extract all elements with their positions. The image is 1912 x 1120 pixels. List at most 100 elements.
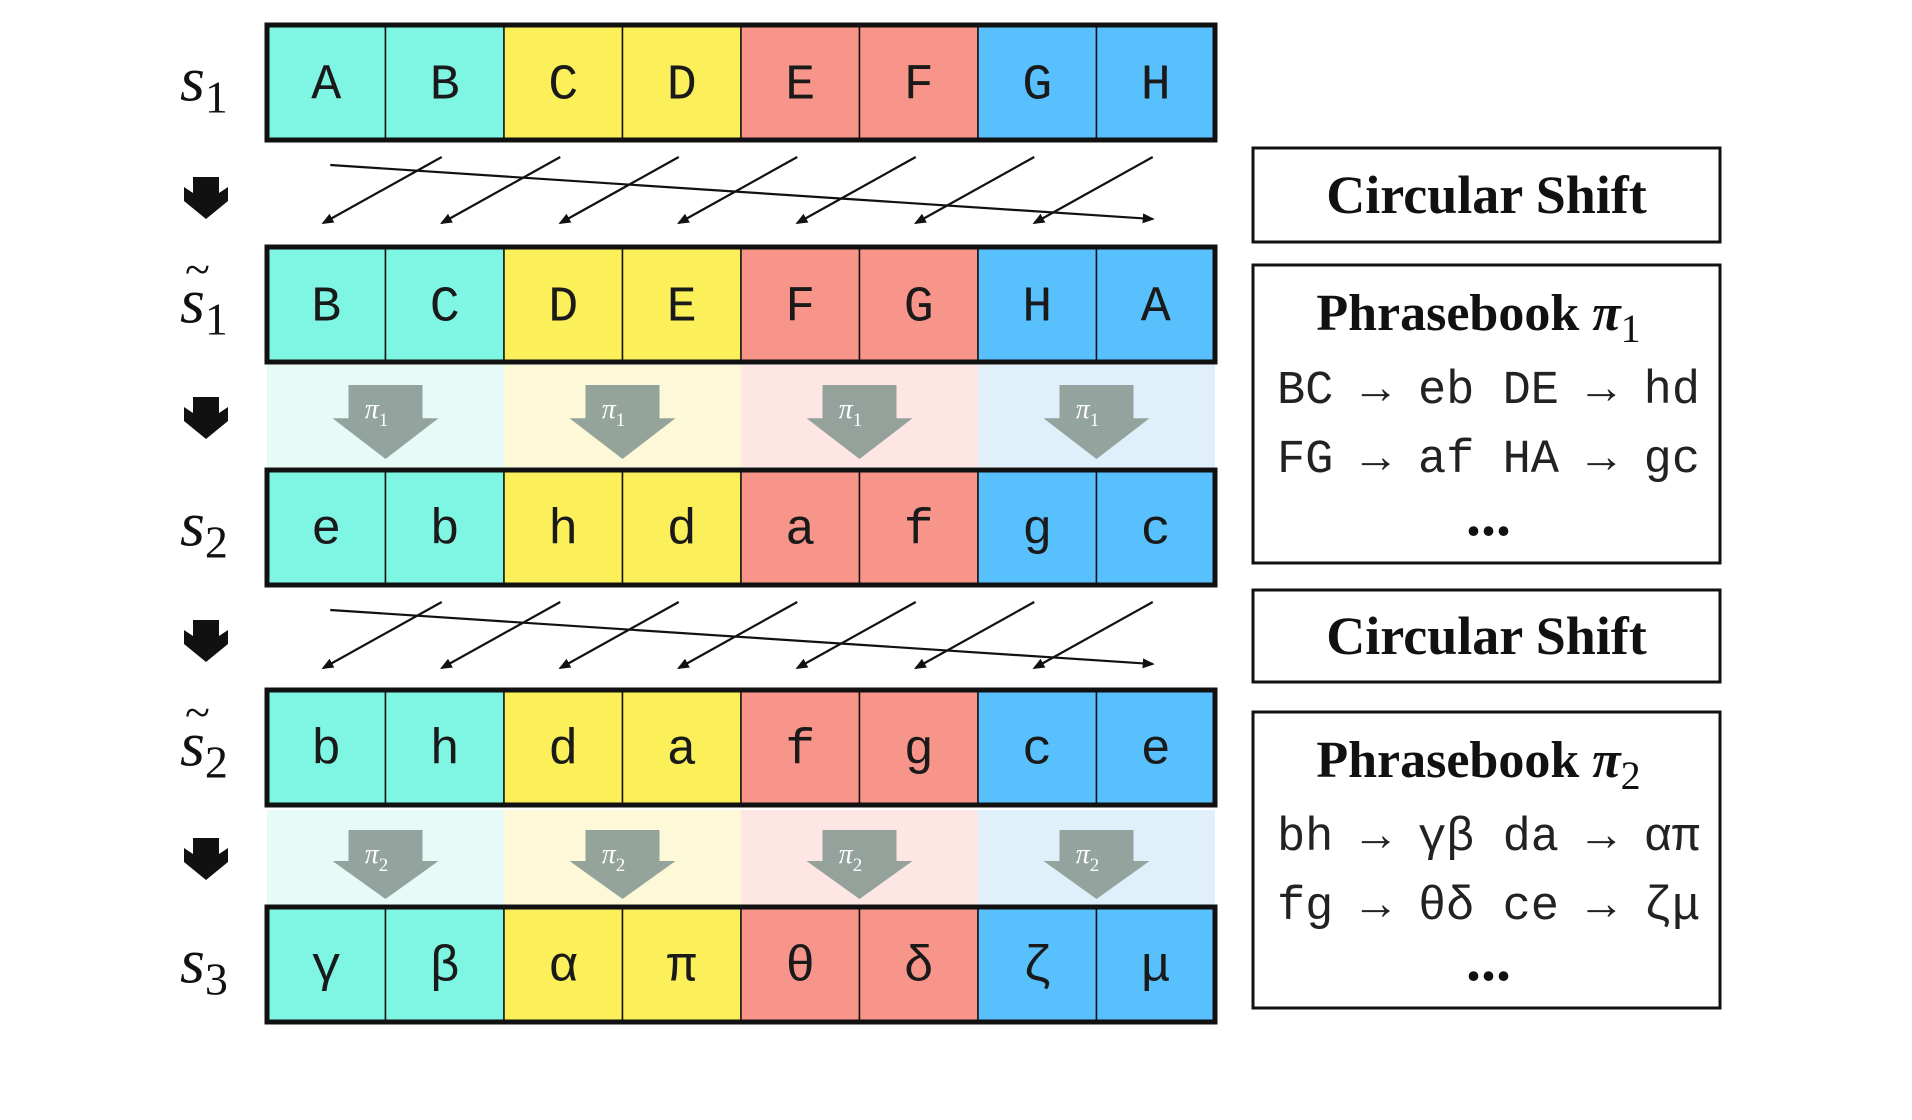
cell-symbol: H — [1022, 280, 1052, 337]
cell-symbol: F — [785, 280, 815, 337]
phrasebook-title: Phrasebook π2 — [1316, 732, 1640, 798]
sequence-label: s1 — [180, 44, 228, 123]
phrasebook-rule: FG → af HA → gc — [1277, 434, 1700, 487]
down-arrow-icon — [184, 397, 228, 439]
sequence-cell — [858, 246, 979, 363]
cell-symbol: β — [430, 940, 460, 997]
sequence-cell — [266, 906, 387, 1023]
shift-arrow — [440, 601, 561, 669]
cell-symbol: c — [1141, 503, 1171, 560]
box-frame — [1251, 710, 1722, 1010]
tilde-mark: ~ — [185, 687, 210, 738]
cell-symbol: e — [311, 503, 341, 560]
circular-shift-label: Circular Shift — [1326, 165, 1647, 225]
circular-shift-box: Circular Shift — [1251, 146, 1722, 244]
cell-symbol: d — [667, 503, 697, 560]
sequence-label: s1 — [180, 266, 228, 345]
phrasebook-rule: fg → θδ ce → ζμ — [1277, 881, 1700, 934]
box-frame — [1251, 588, 1722, 684]
shift-arrows — [321, 156, 1155, 669]
phrasebook-arrow-icon — [569, 830, 676, 899]
cell-symbol: g — [904, 723, 934, 780]
phrasebook-arrow-icon — [806, 385, 913, 459]
cell-symbol: E — [667, 280, 697, 337]
shift-arrow — [795, 156, 917, 224]
phrasebook-arrow-icon — [1043, 385, 1150, 459]
step-arrows — [184, 177, 228, 880]
sequence-row-border — [264, 22, 1218, 143]
cell-symbol: c — [1022, 723, 1052, 780]
cell-symbol: a — [785, 503, 815, 560]
cell-symbol: δ — [904, 940, 934, 997]
sequence-cell — [503, 469, 624, 586]
cell-symbol: b — [430, 503, 460, 560]
sequence-cell — [384, 906, 505, 1023]
phrasebook-arrow-icon — [806, 830, 913, 899]
sequence-cell — [1095, 689, 1216, 806]
shift-arrow — [914, 156, 1035, 224]
sequence-cell — [977, 689, 1098, 806]
cell-symbol: E — [785, 58, 815, 115]
cell-symbol: μ — [1141, 940, 1171, 997]
cell-symbol: γ — [311, 940, 341, 997]
shift-arrow — [677, 601, 798, 669]
shift-arrow — [677, 156, 798, 224]
sequence-cell — [266, 24, 387, 141]
cell-symbol: C — [548, 58, 578, 115]
phrasebook-title: Phrasebook π1 — [1316, 285, 1640, 351]
sequence-cell — [266, 469, 387, 586]
sequence-cell — [977, 906, 1098, 1023]
sequence-cell — [621, 469, 742, 586]
phrasebook-arrow-icon — [569, 385, 676, 459]
sequence-row-border — [264, 904, 1218, 1025]
sequence-cell — [384, 24, 505, 141]
wraparound-arrow — [330, 608, 1155, 669]
sequence-cell — [503, 689, 624, 806]
cell-symbol: B — [430, 58, 460, 115]
phrasebook-arrow-icon — [332, 830, 439, 899]
shift-arrow — [558, 156, 680, 224]
cell-symbol: h — [548, 503, 578, 560]
sequence-cell — [621, 906, 742, 1023]
cell-symbol: D — [548, 280, 578, 337]
cell-symbol: D — [667, 58, 697, 115]
shift-arrow — [440, 156, 561, 224]
cell-symbol: f — [904, 503, 934, 560]
tilde-mark: ~ — [185, 244, 210, 295]
sequence-cell — [740, 24, 861, 141]
cell-symbol: B — [311, 280, 341, 337]
sequence-cell — [266, 246, 387, 363]
cell-symbol: G — [904, 280, 934, 337]
phrasebook-arrow-icon — [1043, 830, 1150, 899]
cell-symbol: θ — [785, 940, 815, 997]
sequence-row-border — [264, 687, 1218, 808]
cell-symbol: A — [311, 58, 341, 115]
sequence-cell — [740, 689, 861, 806]
sequence-cell — [1095, 906, 1216, 1023]
cell-symbol: C — [430, 280, 460, 337]
shift-arrow — [914, 601, 1035, 669]
down-arrow-icon — [184, 620, 228, 662]
sequence-label: s2 — [180, 489, 228, 568]
phrasebook-rule: BC → eb DE → hd — [1277, 365, 1700, 418]
cell-symbol: a — [667, 723, 697, 780]
cell-symbol: d — [548, 723, 578, 780]
cell-symbol: e — [1141, 723, 1171, 780]
sequence-cell — [858, 689, 979, 806]
sequence-cell — [503, 24, 624, 141]
phrasebook-box: Phrasebook π1 BC → eb DE → hd FG → af HA →… — [1251, 263, 1722, 565]
cell-symbol: h — [430, 723, 460, 780]
cell-symbol: H — [1141, 58, 1171, 115]
box-frame — [1251, 146, 1722, 244]
sequence-cell — [977, 24, 1098, 141]
sequence-cell — [384, 469, 505, 586]
